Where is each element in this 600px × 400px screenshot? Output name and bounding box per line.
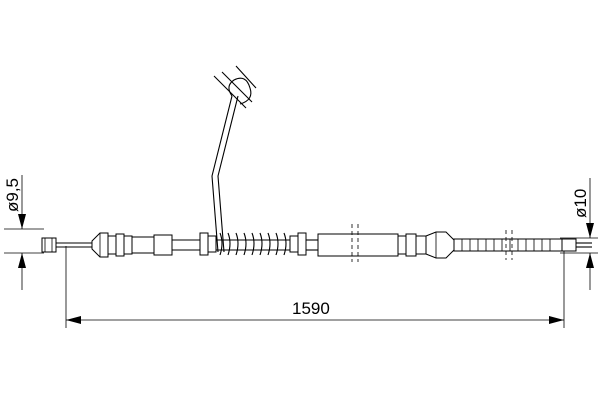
right-threaded-section: [453, 230, 563, 260]
length-label: 1590: [292, 299, 330, 318]
right-end-nipple: [561, 238, 592, 252]
inner-wire-left: [56, 242, 92, 248]
bracket-wire: [211, 65, 257, 253]
right-clip-fitting: [397, 231, 455, 259]
brake-cable: [41, 65, 592, 262]
left-diameter-label: ø9,5: [3, 178, 22, 212]
left-diameter-dimension: ø9,5: [3, 175, 44, 290]
middle-sleeve: [317, 224, 399, 262]
length-dimension: 1590: [65, 246, 565, 328]
outer-sheath-middle: [306, 239, 318, 251]
right-diameter-label: ø10: [571, 189, 590, 218]
left-clip-fitting: [91, 232, 173, 258]
spring-section: [199, 232, 307, 256]
left-end-nipple: [41, 237, 57, 253]
outer-sheath-left: [172, 239, 200, 251]
right-diameter-dimension: ø10: [560, 178, 598, 290]
